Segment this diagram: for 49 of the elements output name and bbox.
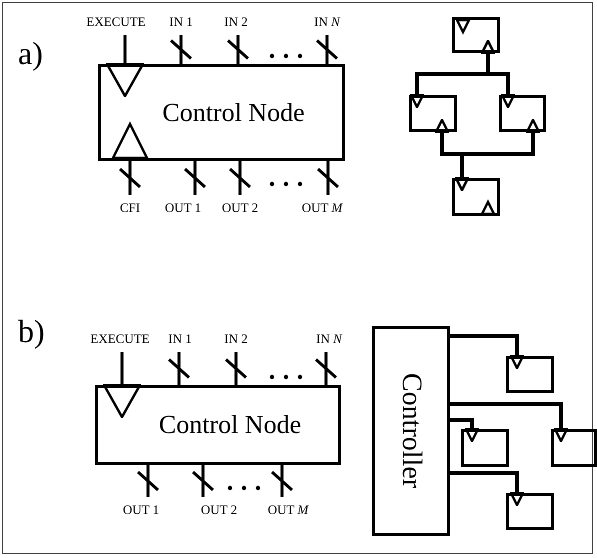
node-box <box>499 95 546 132</box>
connector-line <box>450 402 568 442</box>
signal-label: OUT 1 <box>122 502 160 518</box>
connector-line <box>450 471 524 506</box>
connector-line <box>480 40 516 108</box>
bus-signal-line <box>316 34 338 66</box>
bus-signal-line <box>226 34 250 66</box>
signal-label: CFI <box>120 200 140 216</box>
bus-signal-line <box>170 34 192 66</box>
bus-signal-line <box>184 160 206 196</box>
signal-label: IN 1 <box>168 331 192 347</box>
signal-label: OUT M <box>302 200 342 216</box>
node-box <box>506 493 554 530</box>
bus-signal-line <box>224 350 248 386</box>
connector-line <box>454 118 540 192</box>
bus-signal-line <box>168 350 190 386</box>
panel-label: a) <box>18 36 43 70</box>
connector-line <box>450 334 524 370</box>
bus-signal-line <box>228 160 252 196</box>
signal-label: OUT 2 <box>222 200 258 216</box>
signal-label: IN 2 <box>224 14 248 30</box>
connector-line <box>450 418 480 442</box>
bus-signal-line <box>118 160 142 196</box>
signal-line <box>106 35 144 98</box>
node-box <box>551 429 597 467</box>
signal-label: EXECUTE <box>86 14 146 30</box>
signal-label: EXECUTE <box>90 331 150 347</box>
bus-signal-line <box>136 464 160 498</box>
bus-signal-line <box>192 464 214 498</box>
signal-label: IN 2 <box>224 331 248 347</box>
signal-label: OUT M <box>268 502 308 518</box>
signal-line <box>102 352 142 418</box>
signal-label: OUT 2 <box>200 502 238 518</box>
bus-signal-line <box>270 464 294 498</box>
signal-label: IN 1 <box>169 14 193 30</box>
panel-label: b) <box>18 314 45 348</box>
node-box <box>452 178 500 216</box>
signal-label: IN N <box>316 331 342 347</box>
node-box <box>506 356 554 393</box>
controller-block: Controller <box>372 326 450 536</box>
signal-label: IN N <box>314 14 340 30</box>
signal-label: OUT 1 <box>164 200 202 216</box>
node-box <box>409 95 457 132</box>
node-box <box>452 17 500 53</box>
control-node-block: Control Node <box>95 385 341 465</box>
bus-signal-line <box>314 350 338 386</box>
control-node-block: Control Node <box>98 64 345 161</box>
node-box <box>461 429 509 467</box>
bus-signal-line <box>316 160 340 196</box>
